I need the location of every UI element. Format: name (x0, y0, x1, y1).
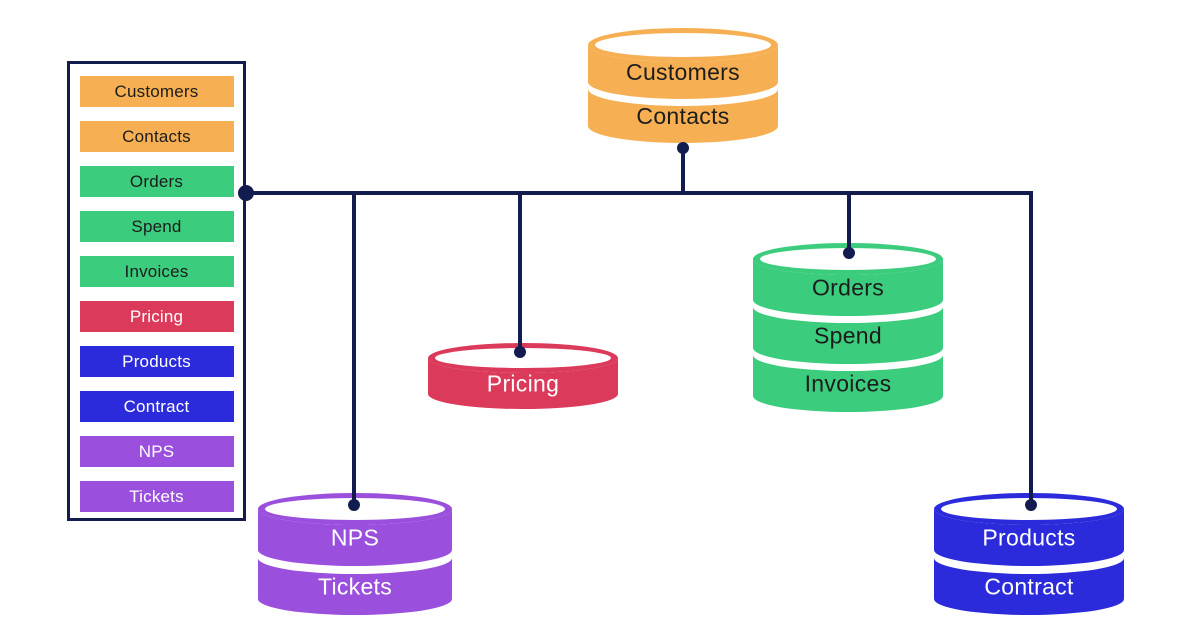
db-segment-body (588, 45, 778, 99)
db-segment-label: Orders (812, 274, 884, 300)
legend-item-spend: Spend (79, 211, 234, 242)
db-segment-label: Products (982, 524, 1075, 550)
db-segment-body (588, 89, 778, 143)
legend-item-products: Products (79, 346, 234, 377)
db-segment-label: Spend (814, 322, 882, 348)
db-segment-body (934, 509, 1124, 566)
legend-item-orders: Orders (79, 166, 234, 197)
legend-item-invoices: Invoices (79, 256, 234, 287)
legend-item-contacts: Contacts (79, 121, 234, 152)
db-segment-label: Customers (626, 59, 740, 85)
db-segment-label: Contacts (636, 103, 729, 129)
db-segment-body (258, 509, 452, 566)
legend-item-customers: Customers (79, 76, 234, 107)
legend-item-nps: NPS (79, 436, 234, 467)
db-top-opening (265, 498, 445, 520)
db-segment-label: Contract (984, 573, 1074, 599)
pricing-cylinder: Pricing (428, 343, 618, 409)
legend-item-contract: Contract (79, 391, 234, 422)
db-segment-body (258, 558, 452, 615)
db-segment-label: Pricing (487, 370, 559, 396)
db-segment-label: NPS (331, 524, 379, 550)
db-top-opening (941, 498, 1117, 520)
db-top-opening (435, 348, 611, 368)
legend-item-tickets: Tickets (79, 481, 234, 512)
db-top-opening (760, 248, 936, 270)
legend-item-pricing: Pricing (79, 301, 234, 332)
db-segment-label: Invoices (805, 370, 892, 396)
db-segment-label: Tickets (318, 573, 392, 599)
nps-tickets-cylinder: NPS Tickets (258, 493, 452, 615)
db-top-opening (595, 33, 771, 57)
db-segment-body (934, 558, 1124, 615)
